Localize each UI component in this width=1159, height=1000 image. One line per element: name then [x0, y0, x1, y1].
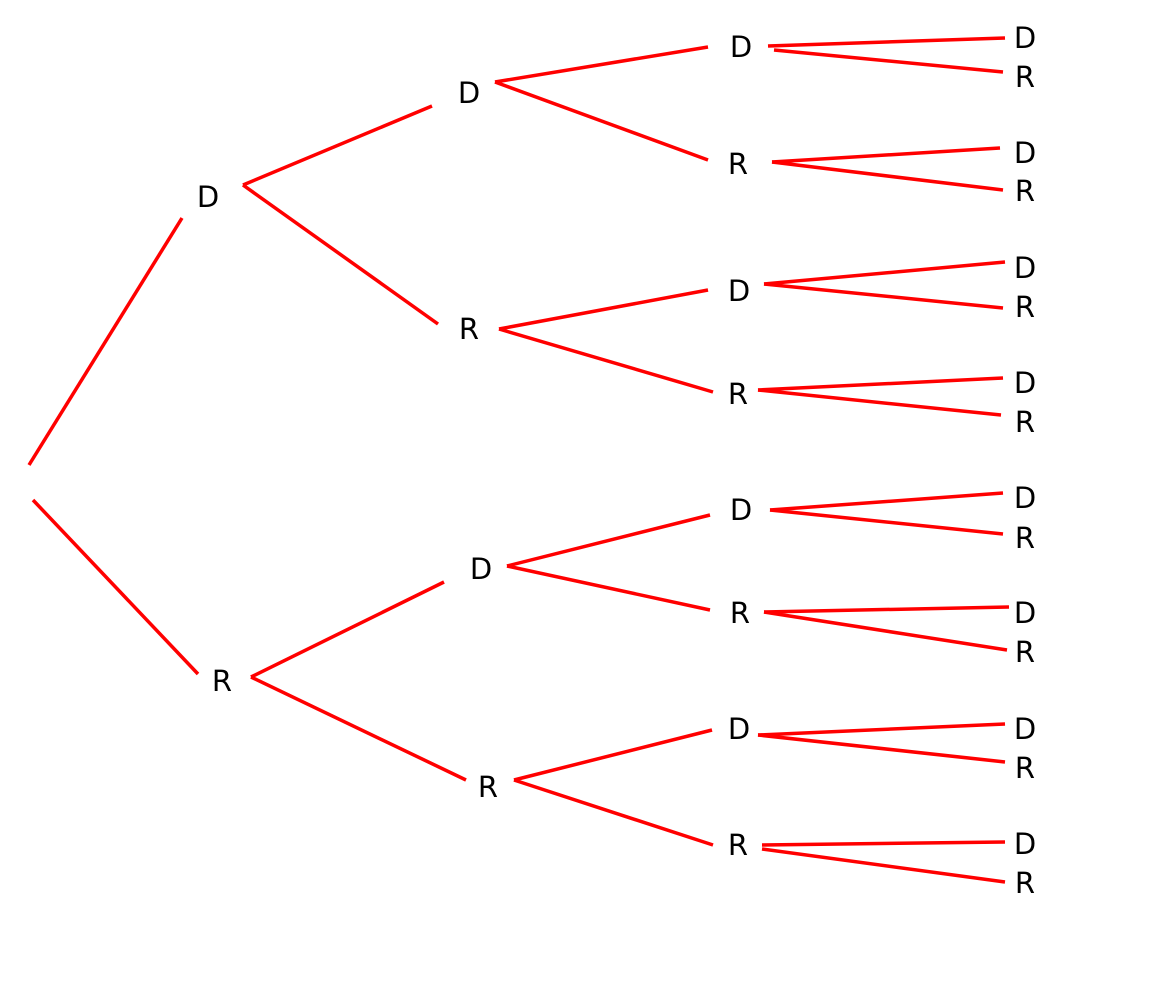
level4-node-label: D	[1014, 596, 1036, 630]
level3-node-label: R	[728, 828, 748, 862]
level3-node-label: D	[728, 274, 750, 308]
tree-branch	[506, 513, 711, 568]
level1-node-label: D	[197, 180, 219, 214]
tree-branch	[763, 260, 1006, 286]
level4-node-label: R	[1015, 174, 1035, 208]
tree-branch	[771, 160, 1004, 192]
tree-branch	[757, 722, 1006, 737]
level4-node-label: R	[1015, 60, 1035, 94]
level2-node-label: D	[458, 76, 480, 110]
tree-branch	[757, 733, 1006, 764]
level4-node-label: R	[1015, 290, 1035, 324]
tree-branch	[773, 48, 1004, 74]
level3-node-label: D	[730, 493, 752, 527]
level2-node-label: D	[470, 552, 492, 586]
tree-branch	[771, 146, 1001, 164]
level4-node-label: D	[1014, 827, 1036, 861]
tree-branch	[769, 508, 1004, 536]
tree-branch	[513, 778, 714, 847]
tree-branch	[250, 675, 467, 782]
level4-node-label: D	[1014, 712, 1036, 746]
level4-node-label: R	[1015, 635, 1035, 669]
tree-branch	[498, 288, 709, 331]
level4-node-label: R	[1015, 751, 1035, 785]
tree-branch	[242, 104, 433, 187]
level3-node-label: R	[730, 596, 750, 630]
level4-node-label: R	[1015, 405, 1035, 439]
level4-node-label: D	[1014, 136, 1036, 170]
tree-branch	[494, 45, 709, 84]
level4-node-label: D	[1014, 481, 1036, 515]
tree-branch	[761, 840, 1006, 847]
tree-branch	[763, 282, 1004, 310]
level4-node-label: D	[1014, 366, 1036, 400]
tree-branch	[767, 36, 1006, 48]
tree-branch	[498, 327, 714, 394]
tree-branch	[757, 376, 1004, 392]
tree-branch	[506, 564, 711, 612]
tree-branch	[494, 80, 709, 162]
level4-node-label: R	[1015, 521, 1035, 555]
level4-node-label: R	[1015, 866, 1035, 900]
level3-node-label: D	[728, 712, 750, 746]
level4-node-label: D	[1014, 251, 1036, 285]
tree-branch	[27, 217, 184, 466]
level3-node-label: R	[728, 147, 748, 181]
tree-branch	[761, 847, 1006, 884]
level3-node-label: D	[730, 30, 752, 64]
level2-node-label: R	[478, 770, 498, 804]
tree-branch	[757, 388, 1002, 417]
tree-branch	[769, 491, 1004, 512]
tree-branch	[31, 498, 200, 676]
tree-branch	[250, 580, 445, 679]
tree-branch	[763, 610, 1008, 652]
tree-branch	[763, 605, 1010, 614]
tree-branch	[241, 183, 440, 326]
level3-node-label: R	[728, 377, 748, 411]
level2-node-label: R	[459, 312, 479, 346]
level4-node-label: D	[1014, 21, 1036, 55]
tree-edges	[27, 36, 1010, 884]
tree-branch	[513, 728, 713, 782]
level1-node-label: R	[212, 664, 232, 698]
